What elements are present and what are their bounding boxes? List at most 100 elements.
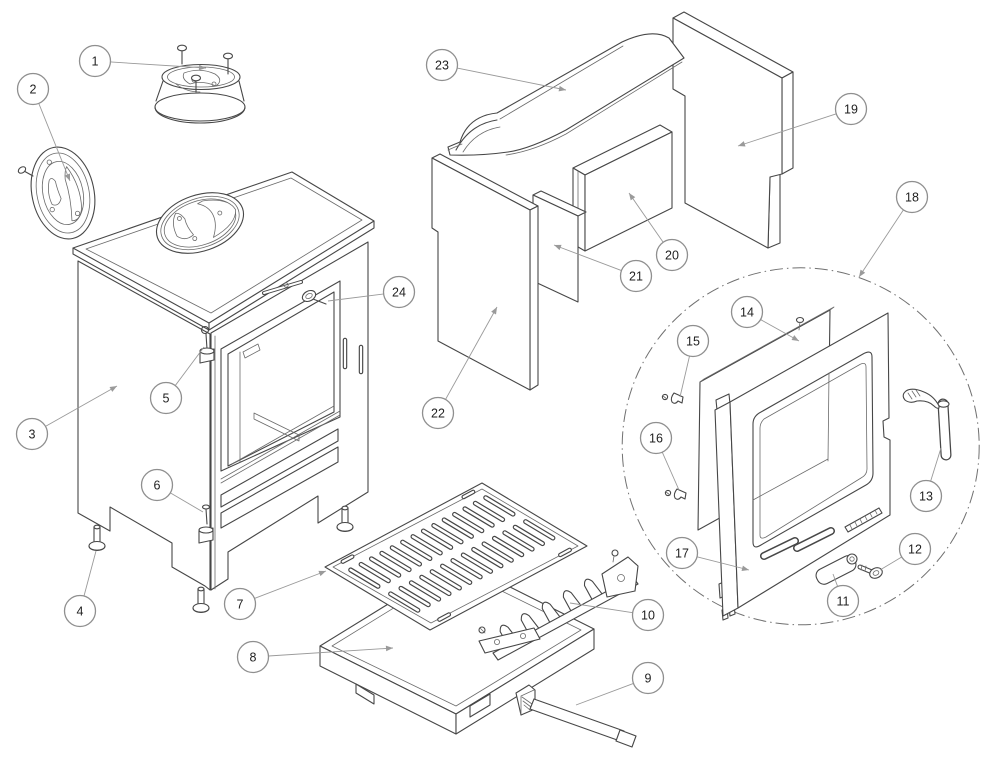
balloon-number-20: 20	[665, 248, 679, 262]
balloon-number-16: 16	[649, 431, 663, 445]
balloon-number-7: 7	[237, 597, 244, 611]
leader-arrowhead-23	[558, 85, 566, 92]
balloon-14: 14	[730, 295, 800, 342]
balloon-22: 22	[421, 306, 498, 430]
balloon-16: 16	[639, 421, 680, 491]
balloon-number-14: 14	[740, 305, 754, 319]
balloon-4: 4	[63, 550, 97, 628]
balloon-number-12: 12	[908, 542, 922, 556]
balloon-20: 20	[628, 192, 689, 272]
balloon-6: 6	[140, 468, 204, 513]
operating-tool-part	[515, 684, 637, 748]
air-control-slot	[262, 280, 303, 295]
leader-line-1	[110, 61, 207, 69]
balloon-23: 23	[425, 48, 567, 92]
top-swivel-plate	[155, 192, 245, 254]
balloon-circle-11	[826, 584, 860, 618]
balloon-8: 8	[236, 640, 394, 674]
leader-line-3	[45, 385, 118, 427]
leader-line-24	[327, 293, 384, 302]
flue-collar-part	[154, 44, 246, 124]
leader-arrowhead-8	[385, 645, 393, 652]
balloon-circle-19	[834, 92, 868, 126]
balloon-number-6: 6	[154, 478, 161, 492]
balloon-number-5: 5	[163, 391, 170, 405]
leader-arrowhead-3	[109, 386, 117, 392]
balloon-21: 21	[553, 244, 653, 293]
balloon-5: 5	[149, 346, 205, 415]
leader-arrowhead-14	[791, 335, 799, 341]
leader-line-13	[930, 447, 942, 482]
balloon-circle-23	[425, 48, 459, 82]
balloon-circle-2	[16, 72, 50, 106]
fire-fret-part	[478, 549, 639, 661]
leader-line-8	[268, 647, 394, 657]
balloon-circle-9	[631, 661, 665, 695]
door-handle-part	[902, 388, 952, 461]
balloon-number-8: 8	[250, 650, 257, 664]
leader-line-2	[38, 103, 71, 182]
leader-line-15	[679, 355, 690, 398]
balloon-circle-7	[223, 587, 257, 621]
balloon-12: 12	[879, 532, 932, 571]
leader-arrowhead-20	[629, 193, 636, 201]
balloon-number-9: 9	[645, 671, 652, 685]
grate-part	[324, 482, 588, 631]
stove-body-part	[72, 171, 375, 591]
balloon-number-18: 18	[905, 190, 919, 204]
leader-line-20	[628, 192, 664, 243]
balloon-9: 9	[575, 661, 665, 706]
leader-line-18	[858, 209, 904, 278]
balloon-3: 3	[15, 385, 118, 451]
leader-arrowhead-7	[318, 570, 326, 577]
latch-plate-part	[815, 553, 858, 585]
plate-screw	[17, 166, 34, 177]
door-catch-slots	[342, 337, 364, 375]
baffle-part	[447, 33, 685, 156]
balloon-circle-24	[382, 275, 416, 309]
leader-line-5	[174, 346, 205, 386]
leader-line-11	[832, 573, 839, 587]
balloon-2: 2	[16, 72, 71, 182]
balloon-number-13: 13	[919, 489, 933, 503]
leader-line-21	[553, 244, 622, 271]
leader-arrowhead-21	[554, 244, 562, 251]
leader-arrowhead-17	[741, 565, 749, 571]
glass-clip-bottom-part	[664, 488, 687, 500]
balloon-circle-13	[909, 479, 943, 513]
leader-arrowhead-2	[64, 173, 70, 181]
glass-clip-top-part	[661, 392, 684, 404]
blanking-plate-part	[17, 146, 96, 240]
leg-bolt-parts	[88, 505, 354, 614]
balloon-18: 18	[858, 180, 929, 278]
balloon-15: 15	[676, 324, 710, 398]
leader-line-10	[569, 602, 633, 614]
balloon-number-1: 1	[92, 54, 99, 68]
leader-arrowhead-1	[198, 64, 206, 71]
balloon-circle-18	[895, 180, 929, 214]
right-side-panel-part	[672, 11, 794, 249]
balloon-19: 19	[737, 92, 868, 147]
balloon-circle-3	[15, 417, 49, 451]
leader-line-9	[575, 683, 634, 706]
balloon-circle-6	[140, 468, 174, 502]
collar-screws	[176, 44, 234, 93]
balloon-10: 10	[569, 598, 665, 632]
balloon-number-11: 11	[837, 594, 850, 608]
brand-badge	[844, 507, 883, 533]
leader-line-23	[457, 67, 567, 91]
balloon-number-4: 4	[77, 604, 84, 618]
balloon-13: 13	[909, 447, 943, 513]
air-wash-slot	[760, 527, 835, 560]
balloon-number-22: 22	[431, 406, 445, 420]
leader-line-7	[254, 570, 327, 599]
balloon-circle-8	[236, 640, 270, 674]
leader-arrowhead-18	[859, 269, 866, 277]
leader-line-14	[760, 319, 800, 342]
balloon-number-23: 23	[435, 58, 449, 72]
balloon-number-24: 24	[392, 285, 406, 299]
leader-line-16	[661, 451, 680, 491]
fire-door-part	[714, 312, 891, 621]
